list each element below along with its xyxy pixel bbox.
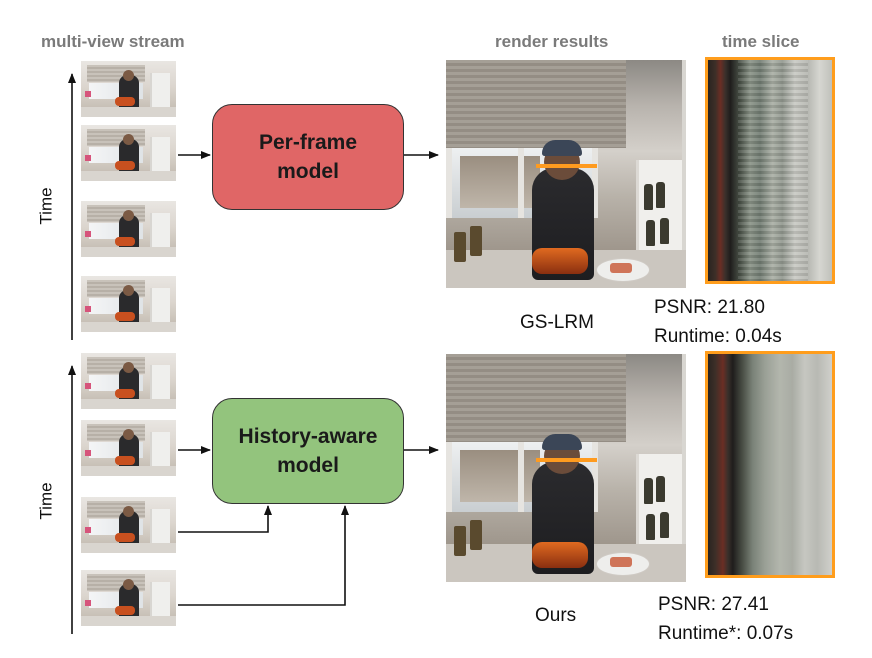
frame-thumbnail <box>81 61 176 117</box>
psnr-gs-lrm: PSNR: 21.80 <box>654 297 765 318</box>
time-slice-gs-lrm <box>705 57 835 284</box>
history-feedback-2 <box>178 505 349 606</box>
method-label-ours: Ours <box>535 605 577 626</box>
time-axis-label-top: Time <box>36 187 56 225</box>
time-axis-label-bottom: Time <box>36 482 56 520</box>
time-slice-ours <box>705 351 835 578</box>
per-frame-model-box: Per-frame model <box>212 104 404 210</box>
frame-thumbnail <box>81 497 176 553</box>
method-label-gs-lrm: GS-LRM <box>520 312 594 333</box>
runtime-ours: Runtime*: 0.07s <box>658 623 794 644</box>
render-result-gs-lrm <box>446 60 686 288</box>
render-results-header: render results <box>495 32 609 51</box>
render-result-ours <box>446 354 686 582</box>
runtime-gs-lrm: Runtime: 0.04s <box>654 326 782 347</box>
frame-thumbnail <box>81 276 176 332</box>
history-feedback-1 <box>178 505 272 533</box>
frame-thumbnail <box>81 353 176 409</box>
frame-thumbnail <box>81 570 176 626</box>
stats-ours: PSNR: 27.41 Runtime*: 0.07s <box>658 590 793 648</box>
stream-header: multi-view stream <box>41 32 185 51</box>
frame-thumbnail <box>81 420 176 476</box>
history-aware-model-box: History-aware model <box>212 398 404 504</box>
frame-thumbnail <box>81 201 176 257</box>
frame-thumbnail <box>81 125 176 181</box>
psnr-ours: PSNR: 27.41 <box>658 594 769 615</box>
time-slice-header: time slice <box>722 32 800 51</box>
stats-gs-lrm: PSNR: 21.80 Runtime: 0.04s <box>654 293 782 351</box>
